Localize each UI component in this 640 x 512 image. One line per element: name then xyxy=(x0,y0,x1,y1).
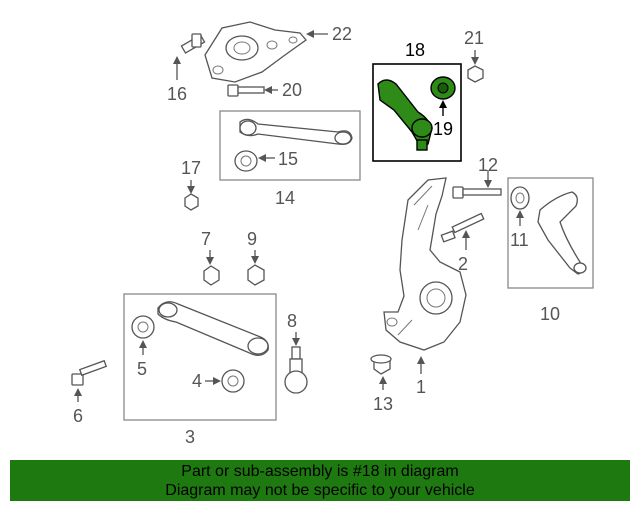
arrow-7 xyxy=(206,257,214,265)
bushing-5[interactable] xyxy=(131,315,155,339)
callout-1: 1 xyxy=(416,377,426,397)
callout-13: 13 xyxy=(373,394,393,414)
callout-19: 19 xyxy=(433,119,453,139)
arrow-13 xyxy=(379,376,387,384)
nut-21[interactable] xyxy=(467,65,484,83)
arrow-2 xyxy=(462,230,470,238)
ball-joint-8[interactable] xyxy=(284,346,308,394)
arrow-5 xyxy=(139,340,147,348)
upper-control-arm-18[interactable] xyxy=(377,79,433,151)
bolt-20[interactable] xyxy=(227,84,265,97)
callout-16: 16 xyxy=(167,84,187,104)
strut-mount[interactable] xyxy=(204,21,307,83)
callout-5: 5 xyxy=(137,359,147,379)
bushing-15[interactable] xyxy=(234,150,258,172)
parts-diagram: 22 16 20 15 14 17 18 xyxy=(71,21,594,447)
callout-3: 3 xyxy=(185,427,195,447)
nut-9[interactable] xyxy=(247,264,265,286)
arrow-22 xyxy=(306,30,314,38)
knuckle-1[interactable] xyxy=(383,177,467,351)
box-10 xyxy=(507,177,594,289)
callout-2: 2 xyxy=(458,254,468,274)
bushing-4[interactable] xyxy=(221,369,245,393)
box-18 xyxy=(372,63,462,162)
arrow-1 xyxy=(417,356,425,364)
box-14 xyxy=(219,110,361,181)
lower-arm-3[interactable] xyxy=(157,301,269,356)
callout-21: 21 xyxy=(464,28,484,48)
arrow-9 xyxy=(251,256,259,264)
callout-7: 7 xyxy=(201,229,211,249)
banner-line-2: Diagram may not be specific to your vehi… xyxy=(165,482,475,499)
box-3 xyxy=(123,293,277,421)
callout-22: 22 xyxy=(332,24,352,44)
arrow-8 xyxy=(292,338,300,346)
nut-17[interactable] xyxy=(184,193,199,211)
arrow-21 xyxy=(471,57,479,65)
bushing-19[interactable] xyxy=(430,76,456,100)
bushing-11[interactable] xyxy=(510,186,530,210)
bolt-2[interactable] xyxy=(440,212,485,243)
bolt-12[interactable] xyxy=(452,186,502,199)
arrow-17 xyxy=(187,186,195,194)
upper-arm-14[interactable] xyxy=(239,118,353,146)
callout-14: 14 xyxy=(275,188,295,208)
nut-13[interactable] xyxy=(370,354,392,375)
arrow-15 xyxy=(258,154,266,162)
arrow-11 xyxy=(516,210,524,218)
callout-11: 11 xyxy=(510,230,529,250)
banner-line-1: Part or sub-assembly is #18 in diagram xyxy=(181,463,459,480)
arrow-16 xyxy=(173,56,181,64)
lower-arm-10[interactable] xyxy=(537,191,587,275)
arrow-19 xyxy=(439,100,447,108)
arrow-6 xyxy=(74,388,82,396)
arrow-12 xyxy=(484,180,492,188)
callout-15: 15 xyxy=(278,149,298,169)
callout-9: 9 xyxy=(247,229,257,249)
callout-18: 18 xyxy=(405,40,425,60)
bolt-16[interactable] xyxy=(180,33,206,54)
info-banner: Part or sub-assembly is #18 in diagram D… xyxy=(10,460,630,501)
arrow-4 xyxy=(213,377,221,385)
callout-12: 12 xyxy=(478,155,498,175)
callout-17: 17 xyxy=(181,158,201,178)
bolt-6[interactable] xyxy=(71,359,108,386)
arrow-20 xyxy=(264,86,272,94)
callout-8: 8 xyxy=(287,311,297,331)
callout-4: 4 xyxy=(192,371,202,391)
nut-7[interactable] xyxy=(203,265,220,286)
callout-6: 6 xyxy=(73,406,83,426)
callout-20: 20 xyxy=(282,80,302,100)
callout-10: 10 xyxy=(540,304,560,324)
